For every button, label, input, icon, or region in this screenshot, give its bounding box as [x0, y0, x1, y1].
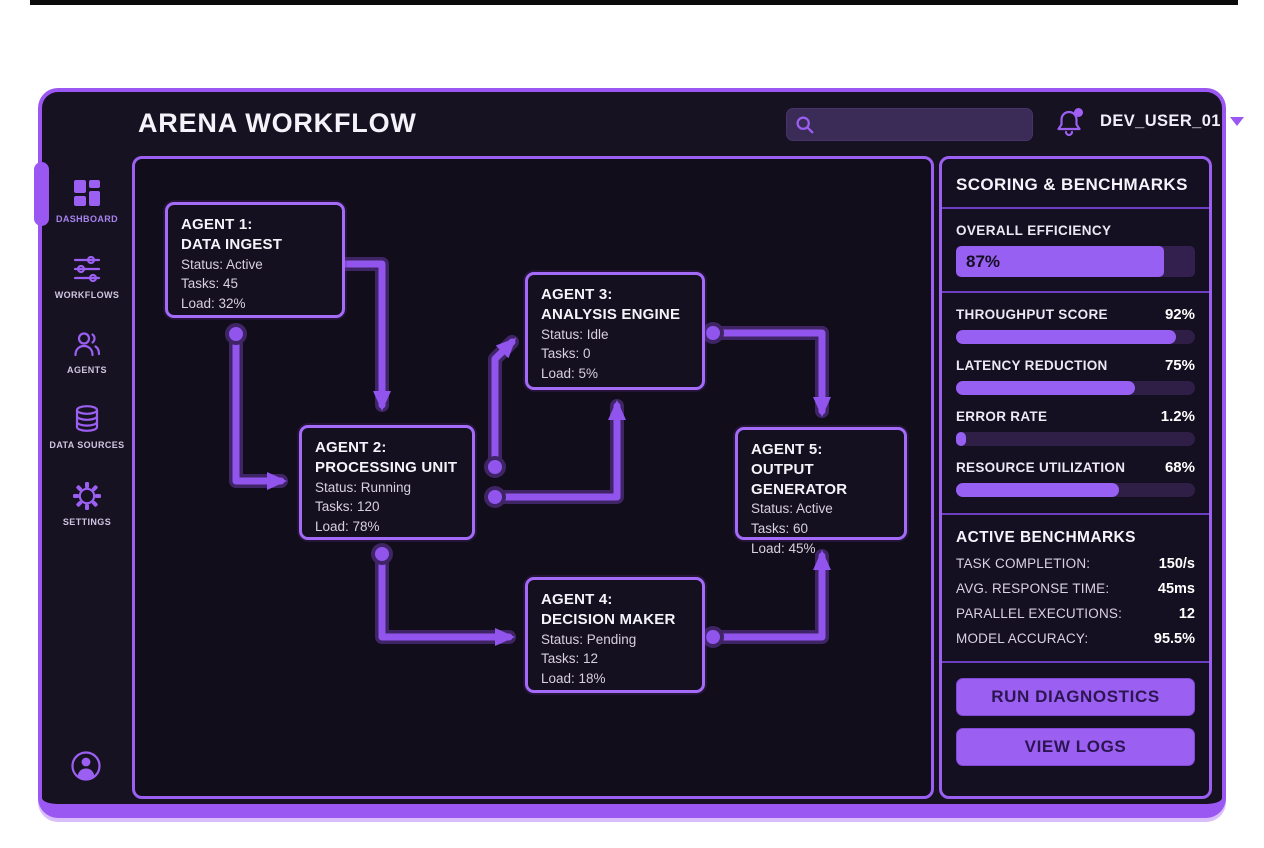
user-circle-icon: [71, 751, 101, 781]
edge-a2-a3-left: [491, 337, 517, 471]
search-input[interactable]: [821, 116, 1021, 133]
node-load: Load: 45%: [751, 540, 816, 556]
node-status: Status: Idle: [541, 326, 609, 342]
benchmark-row: AVG. RESPONSE TIME: 45ms: [956, 581, 1195, 597]
node-title: AGENT 3: ANALYSIS ENGINE: [541, 286, 681, 323]
app-window: ARENA WORKFLOW DEV_USER_01 DASHBOARD: [34, 88, 1244, 818]
active-nav-indicator: [34, 162, 49, 226]
edge-a1-a2-left: [232, 330, 287, 490]
edge-a4-a5-bottom: [709, 550, 831, 641]
edge-a2-a4-left: [378, 550, 515, 646]
run-diagnostics-button[interactable]: RUN DIAGNOSTICS: [956, 678, 1195, 716]
divider: [942, 291, 1209, 293]
node-load: Load: 5%: [541, 365, 599, 381]
page-title: ARENA WORKFLOW: [138, 108, 417, 138]
agent-node-5[interactable]: AGENT 5: OUTPUT GENERATOR Status: Active…: [735, 427, 907, 556]
panel-title: SCORING & BENCHMARKS: [956, 175, 1188, 194]
agent-node-2[interactable]: AGENT 2: PROCESSING UNIT Status: Running…: [299, 425, 475, 540]
node-status: Status: Pending: [541, 631, 637, 647]
sidebar-item-settings[interactable]: SETTINGS: [42, 481, 132, 527]
node-status: Status: Active: [751, 501, 833, 517]
sliders-icon: [73, 255, 101, 283]
node-load: Load: 32%: [181, 295, 246, 311]
notification-bell-button[interactable]: [1054, 106, 1086, 140]
benchmark-row: MODEL ACCURACY: 95.5%: [956, 631, 1195, 647]
bell-clapper: [1064, 130, 1074, 137]
edge-a1-a2-top: [341, 260, 391, 411]
sidebar-item-label: WORKFLOWS: [54, 290, 120, 300]
node-title: AGENT 4: DECISION MAKER: [541, 591, 676, 628]
sidebar-item-label: DATA SOURCES: [49, 440, 125, 450]
divider: [942, 661, 1209, 663]
user-name: DEV_USER_01: [1100, 112, 1221, 130]
progress-bar: [956, 381, 1195, 395]
metric-throughput: THROUGHPUT SCORE 92%: [956, 306, 1195, 344]
user-menu[interactable]: DEV_USER_01: [1100, 112, 1244, 131]
progress-bar: [956, 330, 1195, 344]
edge-a2-a3-bottom: [491, 400, 626, 501]
people-icon: [74, 332, 101, 357]
top-screen-strip: [30, 0, 1238, 5]
active-benchmarks-title: ACTIVE BENCHMARKS: [956, 529, 1136, 546]
node-tasks: Tasks: 60: [751, 520, 809, 536]
divider: [942, 513, 1209, 515]
gear-icon: [73, 482, 101, 510]
node-load: Load: 78%: [315, 518, 380, 534]
node-title: AGENT 2: PROCESSING UNIT: [315, 439, 458, 476]
caret-down-icon: [1229, 117, 1244, 126]
edge-a3-a5-top: [709, 329, 831, 417]
node-tasks: Tasks: 45: [181, 276, 239, 292]
node-tasks: Tasks: 0: [541, 346, 591, 362]
sidebar-item-label: SETTINGS: [62, 517, 112, 527]
workflow-canvas[interactable]: AGENT 1: DATA INGEST Status: Active Task…: [132, 156, 934, 799]
sidebar-item-dashboard[interactable]: DASHBOARD: [42, 178, 132, 224]
metric-error-rate: ERROR RATE 1.2%: [956, 408, 1195, 446]
metric-resource-utilization: RESOURCE UTILIZATION 68%: [956, 459, 1195, 497]
progress-bar: [956, 432, 1195, 446]
benchmark-row: TASK COMPLETION: 150/s: [956, 556, 1195, 572]
node-status: Status: Running: [315, 479, 412, 495]
node-title: AGENT 5: OUTPUT GENERATOR: [751, 441, 848, 498]
node-tasks: Tasks: 12: [541, 651, 599, 667]
dashboard-grid-icon: [74, 180, 100, 206]
sidebar-item-label: DASHBOARD: [55, 214, 119, 224]
scoring-panel: SCORING & BENCHMARKS OVERALL EFFICIENCY …: [939, 156, 1212, 799]
divider: [942, 207, 1209, 209]
sidebar-item-data-sources[interactable]: DATA SOURCES: [42, 404, 132, 450]
profile-button[interactable]: [70, 750, 102, 787]
node-tasks: Tasks: 120: [315, 499, 380, 515]
sidebar-item-label: AGENTS: [67, 365, 107, 375]
progress-bar: [956, 483, 1195, 497]
bell-icon: [1057, 110, 1081, 131]
agent-node-1[interactable]: AGENT 1: DATA INGEST Status: Active Task…: [165, 202, 345, 318]
overall-efficiency-value: 87%: [966, 251, 1001, 271]
search-box[interactable]: [786, 108, 1033, 141]
search-icon: [796, 115, 814, 133]
metric-latency: LATENCY REDUCTION 75%: [956, 357, 1195, 395]
view-logs-button[interactable]: VIEW LOGS: [956, 728, 1195, 766]
node-status: Status: Active: [181, 256, 263, 272]
benchmark-row: PARALLEL EXECUTIONS: 12: [956, 606, 1195, 622]
node-title: AGENT 1: DATA INGEST: [181, 216, 283, 253]
overall-efficiency-label: OVERALL EFFICIENCY: [956, 223, 1112, 238]
sidebar-item-workflows[interactable]: WORKFLOWS: [42, 254, 132, 300]
overall-efficiency-bar: 87%: [956, 246, 1195, 277]
agent-node-3[interactable]: AGENT 3: ANALYSIS ENGINE Status: Idle Ta…: [525, 272, 705, 390]
agent-node-4[interactable]: AGENT 4: DECISION MAKER Status: Pending …: [525, 577, 705, 693]
node-load: Load: 18%: [541, 670, 606, 686]
database-icon: [75, 405, 99, 432]
notification-dot: [1074, 108, 1083, 117]
sidebar-item-agents[interactable]: AGENTS: [42, 329, 132, 375]
